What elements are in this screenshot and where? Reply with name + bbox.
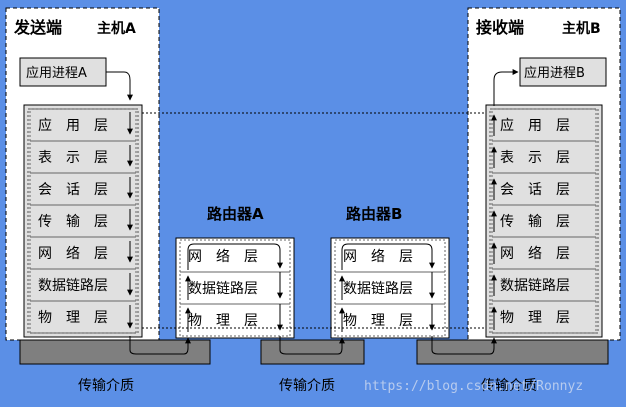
router-a-title: 路由器A [207,205,264,223]
router-a-layer-box [179,271,291,305]
medium-bar-3 [416,339,609,365]
receiver-layer-label: 应 用 层 [500,117,570,134]
router-a-stack [175,237,295,339]
sender-stack [23,104,143,338]
data-flow-path [106,69,519,355]
router-a-layer-label: 物 理 层 [188,313,258,329]
sender-layer-box [29,236,137,270]
watermark: https://blog.csdn.net/Ronnyz [364,379,583,394]
medium-label-1: 传输介质 [78,378,134,394]
router-b-layer-label: 物 理 层 [343,313,413,329]
receiver-layer-label: 数据链路层 [500,278,570,294]
sender-layer-box [29,172,137,206]
sender-layer-label: 会 话 层 [38,182,108,198]
sender-layer-label: 网 络 层 [38,246,108,262]
router-a-layer-box [179,303,291,337]
receiver-process-box [519,57,607,87]
sender-host: 主机A [97,20,136,37]
router-a-layer-label: 数据链路层 [188,281,258,297]
sender-layer-box [29,108,137,142]
receiver-process-label: 应用进程B [524,65,585,81]
sender-layer-label: 应 用 层 [38,117,108,134]
receiver-host: 主机B [562,20,601,37]
receiver-layer-label: 传 输 层 [500,214,570,230]
router-b-layer-box [334,239,446,273]
sender-layer-box [29,268,137,302]
medium-bar-1 [19,339,211,365]
receiver-title: 接收端 [476,18,524,37]
router-b-layer-label: 网 络 层 [343,249,413,265]
medium-label-2: 传输介质 [279,378,335,394]
sender-layer-label: 数据链路层 [38,278,108,294]
sender-process-box [19,57,107,87]
sender-layer-box [29,140,137,174]
router-a-layer-label: 网 络 层 [188,249,258,265]
router-b-layer-label: 数据链路层 [343,281,413,297]
router-b-layer-box [334,303,446,337]
receiver-layer-label: 物 理 层 [500,310,570,326]
router-b-stack [330,237,450,339]
sender-layer-label: 传 输 层 [38,214,108,230]
sender-layer-box [29,204,137,238]
receiver-layer-label: 表 示 层 [500,150,570,166]
sender-layer-box [29,300,137,334]
router-a-layer-box [179,239,291,273]
receiver-layer-label: 会 话 层 [500,182,570,198]
receiver-layer-label: 网 络 层 [500,246,570,262]
medium-bar-2 [260,339,365,365]
sender-process-label: 应用进程A [26,65,87,81]
sender-title: 发送端 [13,18,62,37]
receiver-layer-box [491,300,597,334]
medium-label-3: 传输介质 [481,378,537,394]
router-b-layer-box [334,271,446,305]
receiver-stack [485,104,603,338]
sender-layer-label: 物 理 层 [38,310,108,326]
router-b-title: 路由器B [346,205,402,223]
sender-layer-label: 表 示 层 [38,150,108,166]
